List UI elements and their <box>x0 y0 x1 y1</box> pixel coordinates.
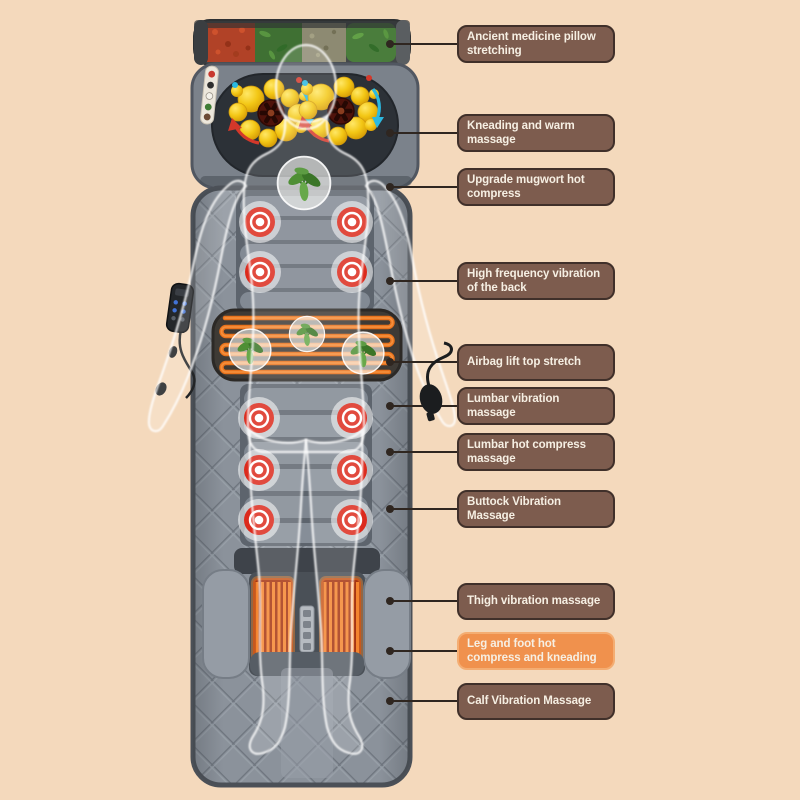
pillow-button-strip <box>200 65 219 125</box>
callout-label: Lumbar vibration massage <box>467 393 560 420</box>
callout-label: Thigh vibration massage <box>467 595 601 608</box>
callout-kneading-warm-massage: Kneading and warm massage <box>457 114 615 153</box>
callout-label: Buttock Vibration Massage <box>467 496 561 523</box>
body-silhouette-icon <box>147 43 457 755</box>
callout-label: Upgrade mugwort hot compress <box>467 174 585 201</box>
callout-mugwort-hot-compress: Upgrade mugwort hot compress <box>457 168 615 207</box>
callout-lumbar-vibration: Lumbar vibration massage <box>457 387 615 426</box>
callout-label: Lumbar hot compress massage <box>467 439 586 466</box>
callout-label: Ancient medicine pillow stretching <box>467 31 596 58</box>
callout-calf-vibration: Calf Vibration Massage <box>457 683 615 720</box>
mugwort-herb-circle-icon <box>276 155 332 211</box>
herb-pillow-roll-icon <box>193 19 411 66</box>
callout-buttock-vibration: Buttock Vibration Massage <box>457 490 615 529</box>
callout-leg-foot-hot-compress: Leg and foot hot compress and kneading <box>457 632 615 671</box>
callout-lines <box>386 40 457 705</box>
callout-ancient-medicine-pillow: Ancient medicine pillow stretching <box>457 25 615 64</box>
callout-label: Calf Vibration Massage <box>467 695 592 708</box>
callout-label: Leg and foot hot compress and kneading <box>467 638 597 665</box>
callout-label: Kneading and warm massage <box>467 120 575 147</box>
callout-thigh-vibration: Thigh vibration massage <box>457 583 615 620</box>
callout-label: High frequency vibration of the back <box>467 268 601 295</box>
callout-lumbar-hot-compress: Lumbar hot compress massage <box>457 433 615 472</box>
air-pump-icon <box>419 341 453 422</box>
callout-back-vibration: High frequency vibration of the back <box>457 262 615 301</box>
callout-label: Airbag lift top stretch <box>467 356 581 369</box>
foot-control-panel <box>299 605 315 653</box>
callout-airbag-stretch: Airbag lift top stretch <box>457 344 615 381</box>
